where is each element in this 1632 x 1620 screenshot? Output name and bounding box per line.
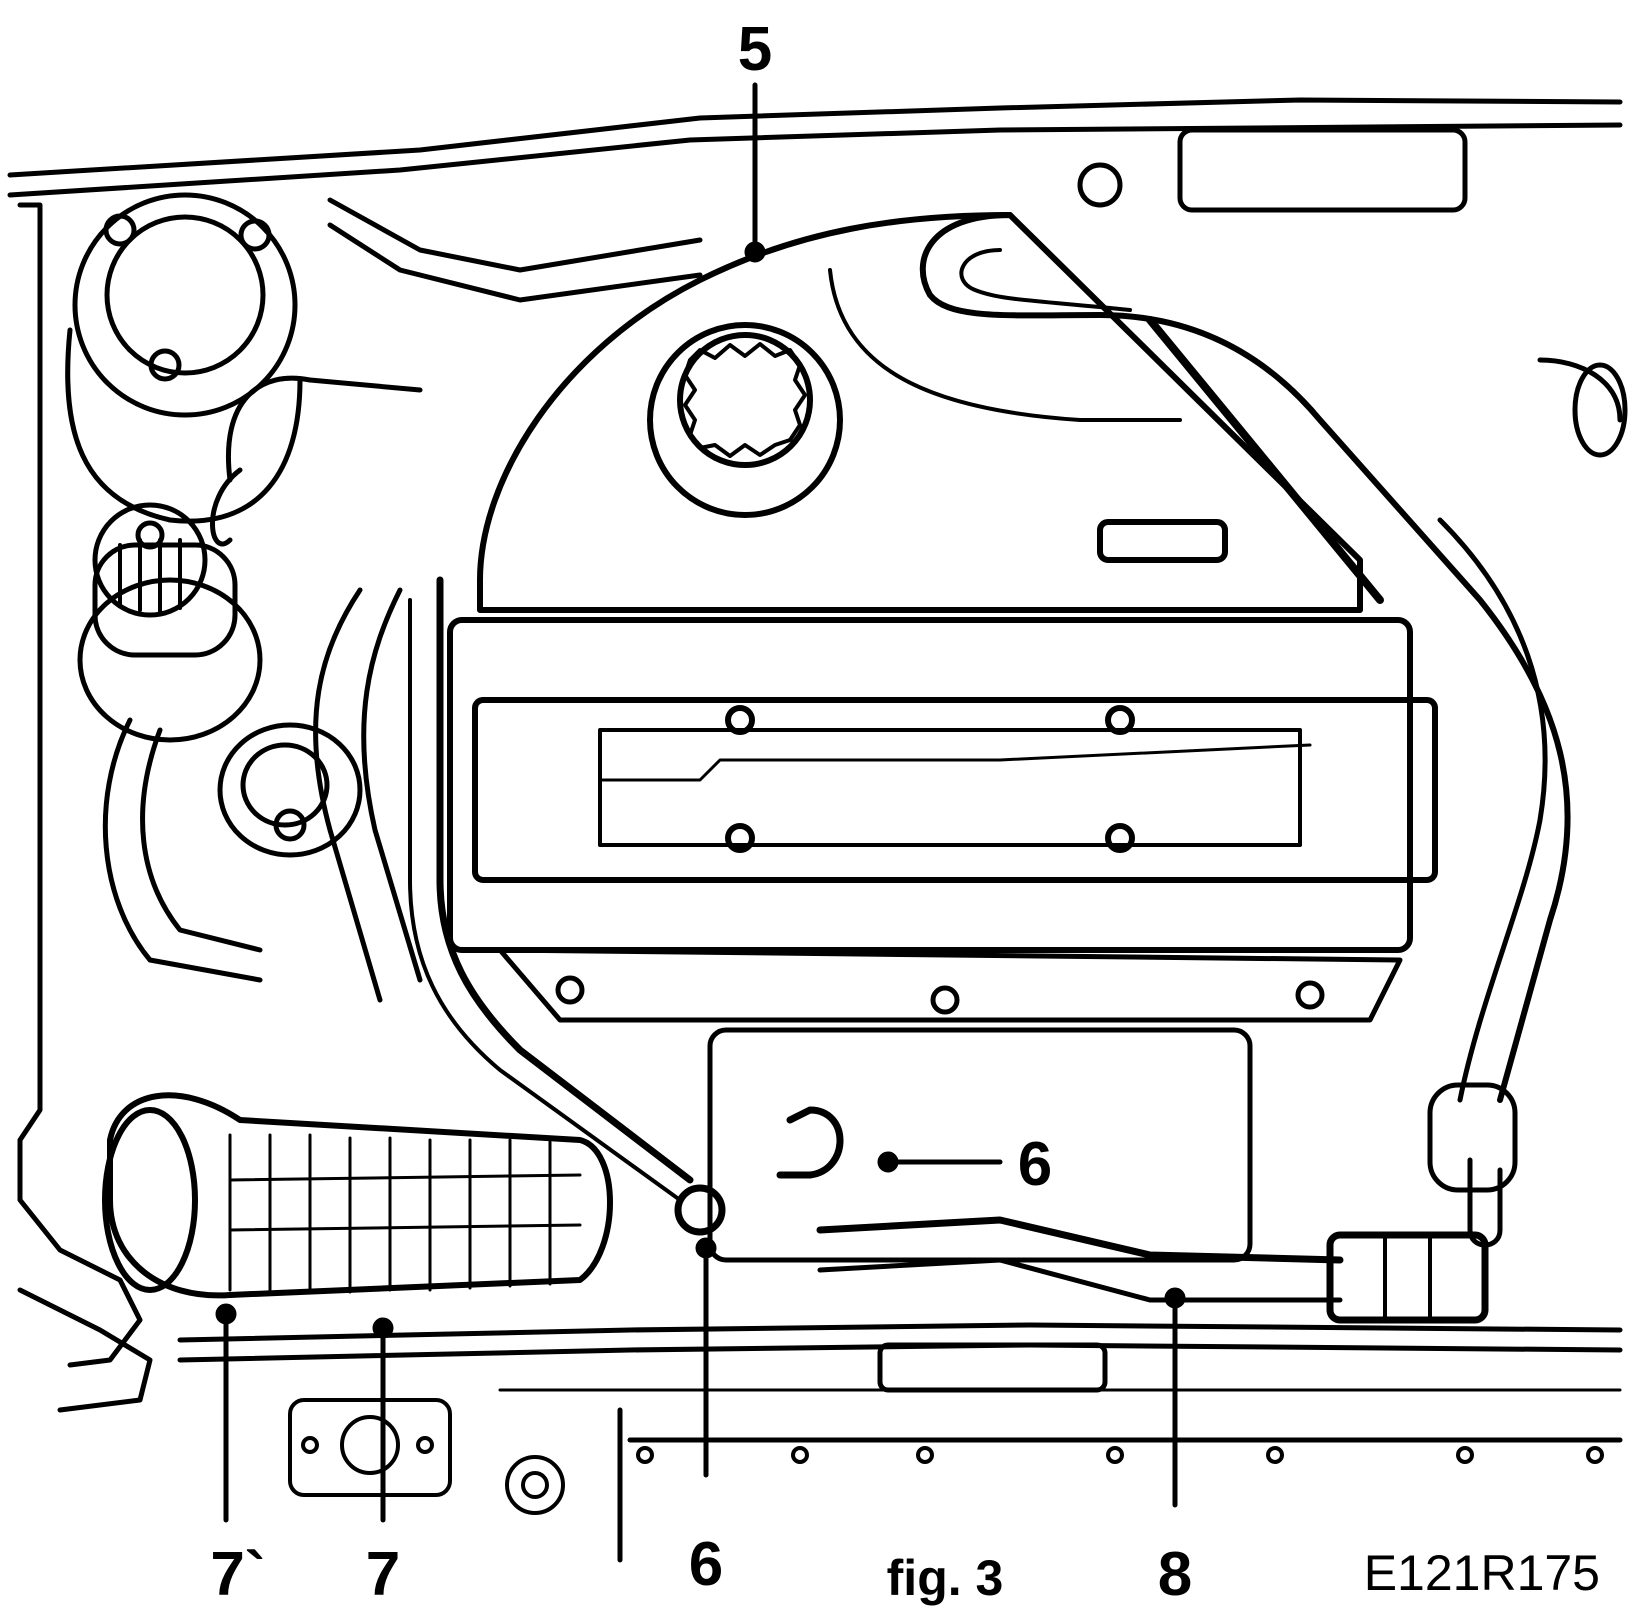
hoses-left bbox=[102, 197, 703, 1003]
engine-bay-outline bbox=[7, 97, 1623, 1563]
callout-6-right: 6 bbox=[1018, 1130, 1052, 1199]
intake-pipe-upper bbox=[919, 212, 1571, 1103]
callout-7: 7 bbox=[366, 1540, 400, 1609]
sensor-right bbox=[1427, 1082, 1518, 1248]
vacuum-hose bbox=[408, 576, 844, 1236]
pipe-8 bbox=[816, 1216, 1489, 1324]
drawing-code: E121R175 bbox=[1364, 1545, 1600, 1601]
strut-tower-right bbox=[1077, 127, 1628, 458]
figure-caption: fig. 3 bbox=[887, 1550, 1004, 1606]
callout-leaders bbox=[215, 82, 1186, 1523]
mounting-bolts bbox=[288, 1398, 1604, 1515]
air-valve-housing bbox=[217, 722, 363, 858]
fluid-reservoir-left bbox=[77, 502, 263, 743]
valve-cover bbox=[447, 617, 1438, 953]
strut-tower-left bbox=[65, 192, 303, 524]
callout-6-bottom: 6 bbox=[689, 1530, 723, 1599]
air-hose bbox=[102, 1092, 613, 1299]
callout-5: 5 bbox=[738, 15, 772, 84]
engine-cover bbox=[477, 212, 1363, 613]
callout-8: 8 bbox=[1158, 1540, 1192, 1609]
callout-7-prime: 7` bbox=[210, 1540, 265, 1609]
